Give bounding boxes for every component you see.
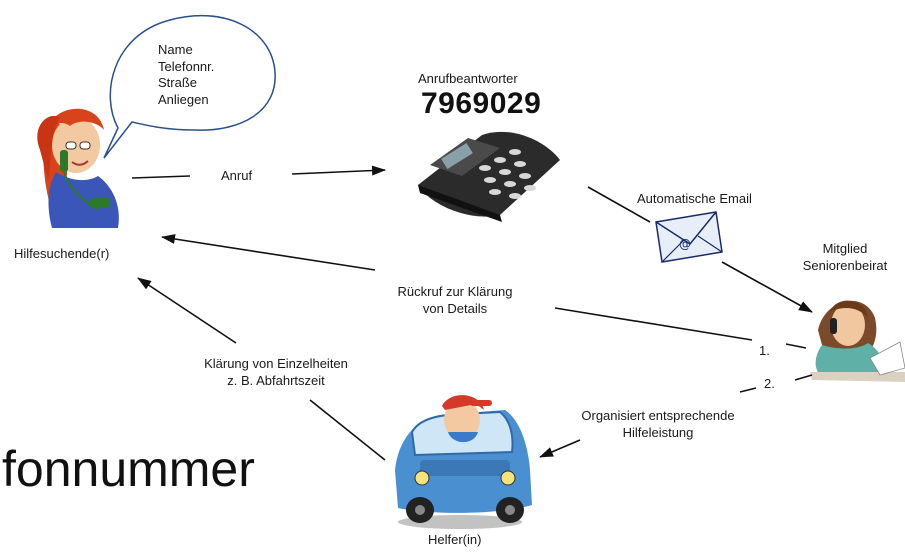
label-member-line2: Seniorenbeirat: [802, 258, 888, 273]
label-callback: Rückruf zur Klärung von Details: [375, 283, 535, 317]
label-callback-line1: Rückruf zur Klärung: [397, 284, 513, 299]
bubble-line-request: Anliegen: [158, 91, 209, 107]
label-helper: Helfer(in): [428, 532, 482, 547]
bubble-line-street: Straße: [158, 75, 198, 90]
edge-callback: [161, 234, 807, 349]
label-clarify-line2: z. B. Abfahrtszeit: [227, 373, 325, 388]
edge-call: [131, 165, 386, 179]
edge-organize: [539, 374, 813, 458]
speech-bubble: [103, 14, 276, 159]
label-clarify-line1: Klärung von Einzelheiten: [204, 356, 348, 371]
woman-on-phone-icon: [37, 108, 119, 228]
edge-email: [587, 186, 813, 313]
label-organize: Organisiert entsprechende Hilfeleistung: [558, 407, 758, 441]
slide-title-fragment: fonnummer: [2, 441, 255, 497]
edge-clarify: [137, 277, 386, 461]
bubble-line-phone: Telefonnr.: [158, 58, 215, 74]
envelope-icon: @: [655, 211, 723, 263]
answering-machine-icon: [418, 131, 560, 222]
label-member-line1: Mitglied: [822, 241, 868, 256]
label-step-1: 1.: [759, 343, 770, 358]
label-auto-email: Automatische Email: [637, 191, 752, 206]
label-clarify: Klärung von Einzelheiten z. B. Abfahrtsz…: [176, 355, 376, 389]
label-organize-line2: Hilfeleistung: [622, 425, 694, 440]
phone-number: 7969029: [421, 87, 542, 120]
bubble-line-name: Name: [158, 42, 193, 57]
label-organize-line1: Organisiert entsprechende: [581, 408, 735, 423]
label-answering-machine: Anrufbeantworter: [418, 71, 518, 86]
label-callback-line2: von Details: [422, 301, 488, 316]
speech-bubble-text: Name Telefonnr. Straße Anliegen: [158, 42, 214, 108]
car-driver-icon: [395, 395, 532, 529]
svg-text:@: @: [679, 237, 691, 251]
label-member: Mitglied Seniorenbeirat: [790, 240, 900, 274]
member-on-phone-icon: [810, 300, 905, 382]
label-call: Anruf: [221, 168, 253, 183]
label-seeker: Hilfesuchende(r): [14, 246, 110, 261]
label-step-2: 2.: [764, 376, 775, 391]
